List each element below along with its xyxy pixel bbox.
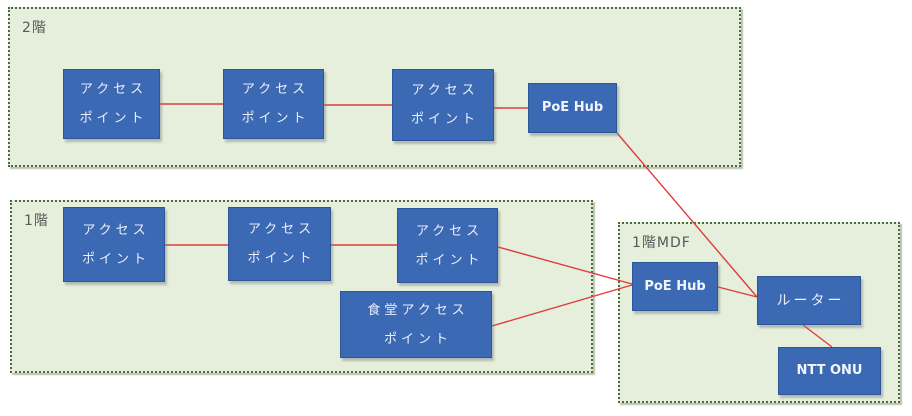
section-floor2-label: 2階	[22, 20, 47, 36]
node-label: アクセス	[415, 223, 484, 239]
node-label: アクセス	[411, 83, 479, 98]
node-label: NTT ONU	[796, 363, 863, 378]
node-floor2-access-point-2: アクセス ポイント	[223, 69, 324, 139]
node-mdf-poe-hub: PoE Hub	[632, 262, 718, 311]
node-label: アクセス	[241, 82, 310, 97]
node-floor1-access-point-2: アクセス ポイント	[228, 207, 331, 281]
node-label: PoE Hub	[541, 100, 604, 115]
node-label: アクセス	[82, 222, 150, 238]
node-label: 食堂アクセス	[367, 302, 469, 318]
node-floor1-access-point-3: アクセス ポイント	[397, 208, 498, 283]
node-label: ポイント	[415, 252, 484, 268]
node-label: ルーター	[776, 292, 845, 309]
node-label: ポイント	[79, 111, 148, 126]
section-mdf-label: 1階MDF	[632, 235, 691, 251]
node-floor2-access-point-1: アクセス ポイント	[63, 69, 160, 139]
node-floor2-poe-hub: PoE Hub	[528, 83, 617, 133]
node-label: ポイント	[383, 331, 452, 347]
node-label: ポイント	[241, 111, 310, 126]
node-label: ポイント	[81, 251, 150, 267]
node-mdf-router: ルーター	[757, 276, 861, 325]
section-floor1-label: 1階	[24, 213, 49, 229]
node-floor1-access-point-1: アクセス ポイント	[63, 207, 165, 282]
node-floor2-access-point-3: アクセス ポイント	[392, 69, 494, 141]
node-mdf-ntt-onu: NTT ONU	[778, 347, 881, 395]
node-label: PoE Hub	[644, 278, 706, 294]
node-floor1-cafeteria-access-point: 食堂アクセス ポイント	[340, 291, 492, 358]
node-label: ポイント	[247, 251, 316, 266]
node-label: ポイント	[410, 112, 479, 127]
node-label: アクセス	[79, 82, 148, 97]
node-label: アクセス	[247, 222, 316, 237]
